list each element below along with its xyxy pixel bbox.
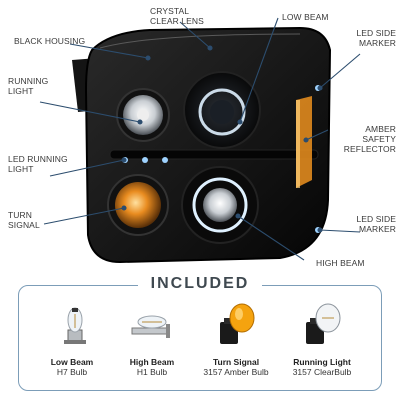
led-running-light (122, 157, 128, 163)
h1-bulb-icon (131, 315, 170, 338)
bulb-item-turn-signal: Turn Signal 3157 Amber Bulb (196, 300, 276, 377)
3157-clear-bulb-icon (306, 303, 341, 344)
high-beam (203, 188, 237, 222)
bulb-type: 3157 ClearBulb (292, 367, 352, 377)
bulb-item-low-beam: Low Beam H7 Bulb (32, 300, 112, 377)
callout-led-side-marker-top: LED SIDE MARKER (356, 28, 396, 48)
callout-low-beam: LOW BEAM (282, 12, 329, 22)
callout-led-running-light: LED RUNNING LIGHT (8, 154, 68, 174)
3157-amber-bulb-icon (220, 303, 255, 344)
callout-crystal-clear-lens: CRYSTAL CLEAR LENS (150, 6, 204, 26)
callout-running-light: RUNNING LIGHT (8, 76, 49, 96)
bulb-item-running-light: Running Light 3157 ClearBulb (282, 300, 362, 377)
callout-amber-safety-reflector: AMBER SAFETY REFLECTOR (343, 124, 396, 154)
bulb-type: H1 Bulb (136, 367, 168, 377)
callout-turn-signal: TURN SIGNAL (8, 210, 40, 230)
h7-bulb-icon (64, 307, 86, 344)
callout-led-side-marker-bottom: LED SIDE MARKER (356, 214, 396, 234)
bulb-name: Low Beam (50, 357, 94, 367)
bulb-type: 3157 Amber Bulb (203, 367, 269, 377)
bulb-type: H7 Bulb (56, 367, 88, 377)
led-side-marker-top (315, 85, 321, 91)
bulb-name: High Beam (129, 357, 175, 367)
running-light (123, 95, 163, 135)
black-housing (84, 26, 332, 264)
callout-black-housing: BLACK HOUSING (14, 36, 86, 46)
turn-signal (115, 182, 161, 228)
bulb-name: Turn Signal (212, 357, 260, 367)
amber-safety-reflector (296, 96, 312, 188)
led-side-marker-bottom (315, 227, 321, 233)
included-title: INCLUDED (150, 275, 250, 292)
mounting-tab (72, 58, 100, 112)
low-beam (183, 71, 261, 149)
callout-high-beam: HIGH BEAM (316, 258, 365, 268)
bulb-name: Running Light (293, 357, 351, 367)
bulb-item-high-beam: High Beam H1 Bulb (112, 300, 192, 377)
